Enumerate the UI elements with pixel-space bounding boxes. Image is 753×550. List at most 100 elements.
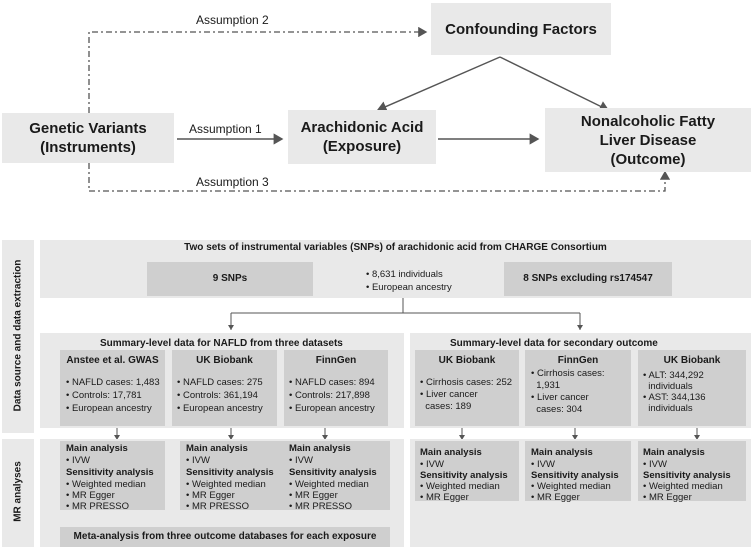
confounder-exposure-arrow <box>376 56 501 112</box>
dataset-line: • NAFLD cases: 894 <box>289 377 375 388</box>
dataset-line: • Controls: 217,898 <box>289 390 370 401</box>
secondary-dataset-3 <box>638 350 746 426</box>
sensitivity-analysis-label: Sensitivity analysis <box>643 470 731 481</box>
eight-snps-box: 8 SNPs excluding rs174547 <box>504 262 672 296</box>
mr-egger-label: • MR Egger <box>66 490 115 501</box>
mr-egger-label: • MR Egger <box>289 490 338 501</box>
dataset-line: • Liver cancer <box>531 392 589 403</box>
confounding-factors-label: Confounding Factors <box>445 20 597 38</box>
mr-egger-label: • MR Egger <box>643 492 692 503</box>
main-analysis-label: Main analysis <box>186 443 248 454</box>
weighted-median-label: • Weighted median <box>66 479 146 490</box>
weighted-median-label: • Weighted median <box>289 479 369 490</box>
instruments-label: (Instruments) <box>40 139 136 156</box>
dataset-line: individuals <box>643 381 693 392</box>
weighted-median-label: • Weighted median <box>420 481 500 492</box>
dataset-line: • European ancestry <box>177 403 263 414</box>
outcome-label-2: Liver Disease <box>599 131 697 149</box>
exposure-label: Arachidonic Acid <box>300 119 424 136</box>
dataset-name: UK Biobank <box>663 355 721 366</box>
mr-presso-label: • MR PRESSO <box>289 501 352 512</box>
assumption1-label: Assumption 1 <box>189 122 262 136</box>
assumption2-label: Assumption 2 <box>196 13 269 27</box>
dataset-line: individuals <box>643 403 693 414</box>
confounder-outcome-arrow <box>499 56 610 112</box>
dataset-name: UK Biobank <box>196 355 253 366</box>
exposure-box: Arachidonic Acid (Exposure) <box>288 110 436 164</box>
dataset-line: • European ancestry <box>66 403 152 414</box>
nine-snps-label: 9 SNPs <box>212 273 248 284</box>
sensitivity-analysis-label: Sensitivity analysis <box>531 470 619 481</box>
nafld-title: Summary-level data for NAFLD from three … <box>100 338 343 349</box>
main-analysis-label: Main analysis <box>420 447 482 458</box>
analysis-box-2 <box>180 441 284 510</box>
ivw-label: • IVW <box>420 459 444 470</box>
assumption3-label: Assumption 3 <box>196 175 269 189</box>
instruments-bullet-2: • European ancestry <box>366 282 452 293</box>
dataset-line: • Liver cancer <box>420 389 478 400</box>
mr-presso-label: • MR PRESSO <box>186 501 249 512</box>
dataset-line: • AST: 344,136 <box>643 392 706 403</box>
genetic-variants-box: Genetic Variants (Instruments) <box>2 113 174 163</box>
secondary-dataset-1 <box>415 350 519 426</box>
main-analysis-label: Main analysis <box>66 443 128 454</box>
analysis-box-1 <box>60 441 165 510</box>
dataset-name: Anstee et al. GWAS <box>66 355 159 366</box>
secondary-dataset-2 <box>525 350 631 426</box>
exposure-sub-label: (Exposure) <box>322 138 402 155</box>
dataset-line: • Controls: 17,781 <box>66 390 142 401</box>
meta-analysis-box: Meta-analysis from three outcome databas… <box>60 527 390 547</box>
dataset-name: FinnGen <box>315 355 357 366</box>
sensitivity-analysis-label: Sensitivity analysis <box>186 467 274 478</box>
confounding-factors-box: Confounding Factors <box>431 3 611 55</box>
mr-analyses-sidebar <box>2 439 34 547</box>
main-analysis-label: Main analysis <box>643 447 705 458</box>
sensitivity-analysis-label: Sensitivity analysis <box>420 470 508 481</box>
dataset-line: 1,931 <box>531 380 561 391</box>
dataset-name: UK Biobank <box>438 355 496 366</box>
ivw-label: • IVW <box>643 459 667 470</box>
ivw-label: • IVW <box>186 455 210 466</box>
outcome-box: Nonalcoholic Fatty Liver Disease (Outcom… <box>545 108 751 172</box>
analysis-box-5 <box>525 441 631 501</box>
weighted-median-label: • Weighted median <box>186 479 266 490</box>
ivw-label: • IVW <box>289 455 313 466</box>
outcome-label-3: (Outcome) <box>610 150 686 168</box>
dataset-name: FinnGen <box>557 355 599 366</box>
genetic-variants-label: Genetic Variants <box>29 120 147 137</box>
main-analysis-label: Main analysis <box>289 443 351 454</box>
data-source-label: Data source and data extraction <box>12 259 24 412</box>
nafld-dataset-1 <box>60 350 165 426</box>
analysis-box-4 <box>415 441 519 501</box>
dataset-line: • Cirrhosis cases: <box>531 368 605 379</box>
instruments-bullet-1: • 8,631 individuals <box>366 269 443 280</box>
outcome-label-1: Nonalcoholic Fatty <box>580 112 716 130</box>
mr-presso-label: • MR PRESSO <box>66 501 129 512</box>
assumption3-path <box>88 163 671 192</box>
mr-egger-label: • MR Egger <box>531 492 580 503</box>
meta-analysis-label: Meta-analysis from three outcome databas… <box>73 531 377 542</box>
dataset-line: • ALT: 344,292 <box>643 370 704 381</box>
ivw-label: • IVW <box>66 455 90 466</box>
analysis-box-6 <box>638 441 746 501</box>
weighted-median-label: • Weighted median <box>531 481 611 492</box>
mr-egger-label: • MR Egger <box>186 490 235 501</box>
assumption2-path <box>88 26 428 113</box>
data-source-sidebar <box>2 240 34 433</box>
nine-snps-box: 9 SNPs <box>147 262 313 296</box>
main-analysis-label: Main analysis <box>531 447 593 458</box>
dataset-line: • Controls: 361,194 <box>177 390 258 401</box>
ivw-label: • IVW <box>531 459 555 470</box>
nafld-dataset-3 <box>284 350 388 426</box>
dataset-line: cases: 189 <box>420 401 472 412</box>
mr-analyses-label: MR analyses <box>12 461 24 522</box>
analysis-box-3 <box>284 441 390 510</box>
weighted-median-label: • Weighted median <box>643 481 723 492</box>
dataset-line: • NAFLD cases: 275 <box>177 377 263 388</box>
dataset-line: • European ancestry <box>289 403 375 414</box>
secondary-title: Summary-level data for secondary outcome <box>450 338 658 349</box>
nafld-dataset-2 <box>172 350 277 426</box>
mr-egger-label: • MR Egger <box>420 492 469 503</box>
dataset-line: • NAFLD cases: 1,483 <box>66 377 160 388</box>
instruments-title: Two sets of instrumental variables (SNPs… <box>184 242 607 253</box>
